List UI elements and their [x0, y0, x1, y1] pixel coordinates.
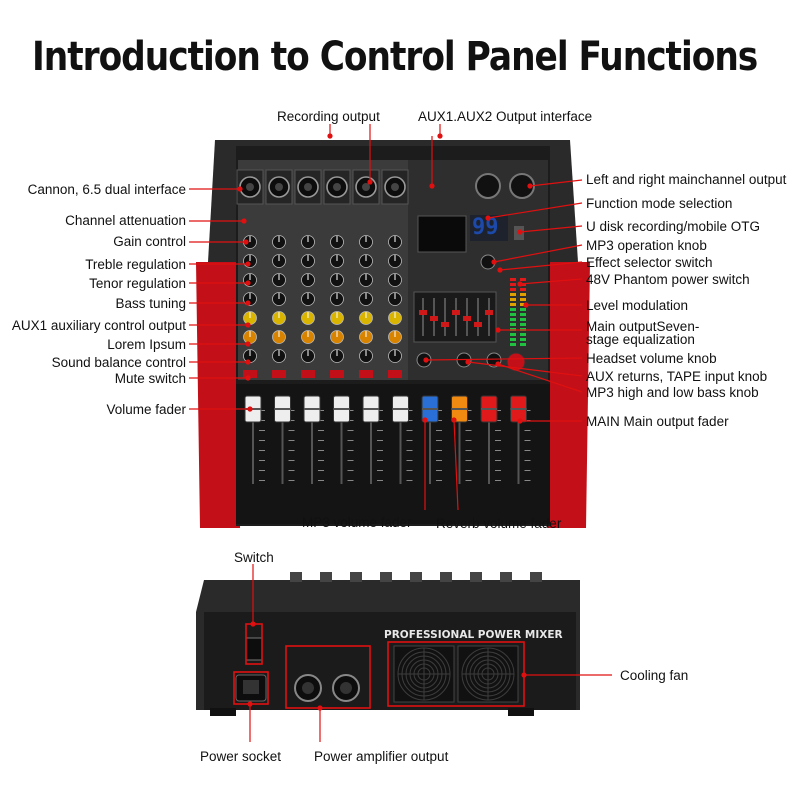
mixer-rear: PROFESSIONAL POWER MIXER	[196, 572, 580, 716]
label-headset-volume: Headset volume knob	[586, 351, 717, 366]
label-gain-control: Gain control	[113, 234, 186, 249]
cooling-fans	[393, 645, 519, 703]
label-treble: Treble regulation	[85, 257, 186, 272]
label-bass: Bass tuning	[115, 296, 186, 311]
label-main-output: Left and right mainchannel output	[586, 172, 787, 187]
label-mp3-fader: MP3 volume fader	[302, 515, 412, 530]
label-recording-output: Recording output	[277, 109, 380, 124]
label-aux-output: AUX1.AUX2 Output interface	[418, 109, 593, 124]
label-volume-fader: Volume fader	[106, 402, 186, 417]
label-switch: Switch	[234, 550, 274, 565]
rear-banner: PROFESSIONAL POWER MIXER	[384, 629, 563, 641]
label-aux-returns: AUX returns, TAPE input knob	[586, 369, 768, 384]
channel-strips	[243, 235, 402, 378]
label-function-mode: Function mode selection	[586, 196, 733, 211]
label-effect-selector: Effect selector switch	[586, 255, 713, 270]
label-aux1: AUX1 auxiliary control output	[11, 318, 186, 333]
label-main-eq-2: stage equalization	[586, 332, 695, 347]
label-tenor: Tenor regulation	[89, 276, 186, 291]
mixer-front: 99	[196, 140, 590, 528]
graphic-equalizer	[419, 298, 493, 336]
label-power-socket: Power socket	[200, 749, 282, 764]
label-mp3-bass: MP3 high and low bass knob	[586, 385, 759, 400]
label-power-amp-output: Power amplifier output	[314, 749, 449, 764]
fader-bank	[244, 395, 531, 484]
page-title: Introduction to Control Panel Functions	[32, 34, 758, 80]
label-main-eq-1: Main outputSeven-	[586, 319, 700, 334]
label-lorem: Lorem Ipsum	[107, 337, 186, 352]
label-balance: Sound balance control	[51, 355, 186, 370]
label-mute: Mute switch	[114, 371, 186, 386]
callout-lines	[189, 124, 612, 742]
label-level-modulation: Level modulation	[586, 298, 689, 313]
label-cooling-fan: Cooling fan	[620, 668, 689, 683]
label-mp3-knob: MP3 operation knob	[586, 238, 707, 253]
label-u-disk: U disk recording/mobile OTG	[586, 219, 761, 234]
label-reverb-fader: Reverb volume fader	[436, 516, 562, 531]
display-readout: 99	[472, 215, 499, 240]
label-channel-attenuation: Channel attenuation	[65, 213, 186, 228]
label-main-fader: MAIN Main output fader	[586, 414, 729, 429]
label-cannon-interface: Cannon, 6.5 dual interface	[27, 182, 186, 197]
label-phantom-power: 48V Phantom power switch	[586, 272, 750, 287]
